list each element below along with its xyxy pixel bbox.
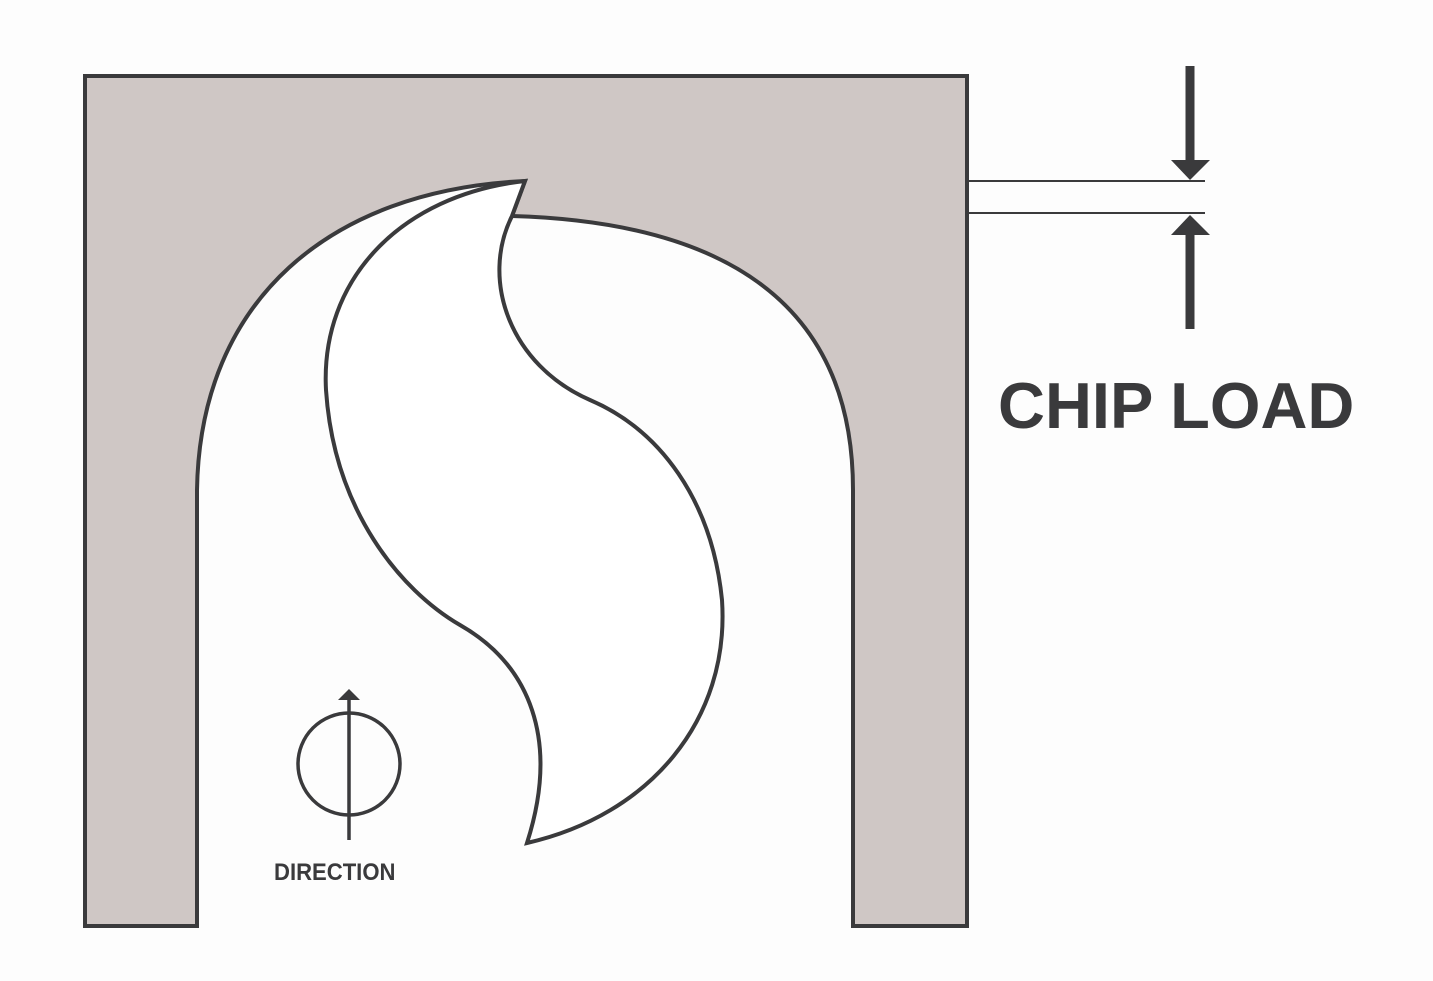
- down-arrow-icon: [1171, 160, 1210, 180]
- up-arrow-icon: [1171, 215, 1210, 235]
- direction-indicator: [296, 689, 402, 840]
- cutter: [323, 178, 725, 846]
- direction-arrow-icon: [338, 689, 360, 700]
- chip-load-dimension: [967, 66, 1210, 329]
- direction-label: DIRECTION: [274, 859, 396, 886]
- chip-load-label: CHIP LOAD: [998, 369, 1355, 442]
